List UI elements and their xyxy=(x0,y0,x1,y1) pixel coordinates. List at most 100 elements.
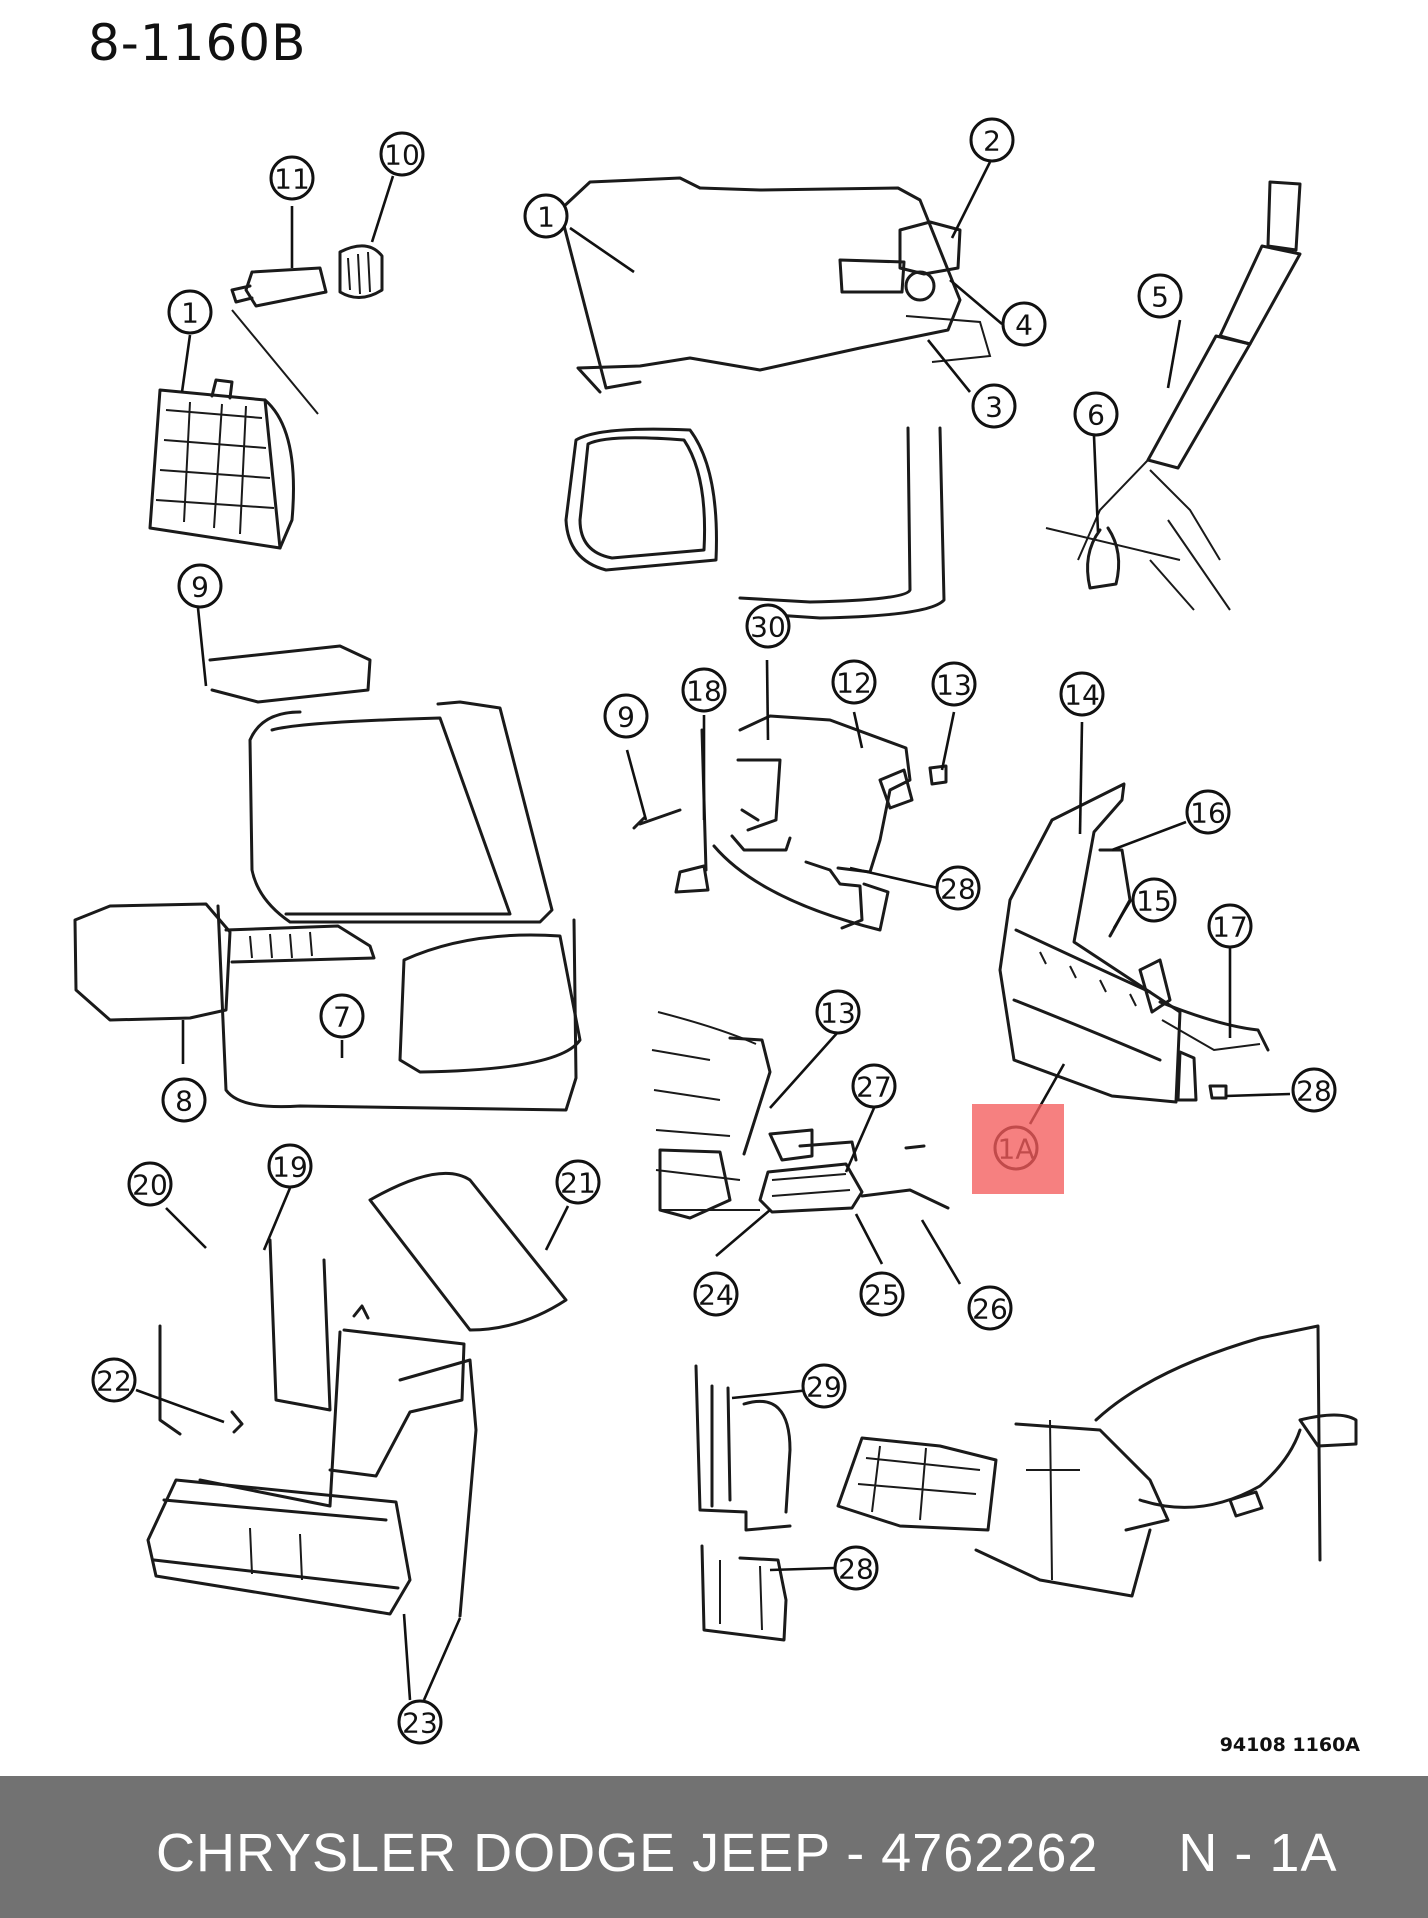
callout-26: 26 xyxy=(967,1285,1013,1331)
callout-1: 1 xyxy=(167,289,213,335)
callout-6: 6 xyxy=(1073,391,1119,437)
part-number-footer: CHRYSLER DODGE JEEP - 4762262 N - 1A xyxy=(0,1776,1428,1918)
callout-11: 11 xyxy=(269,155,315,201)
callout-13: 13 xyxy=(815,989,861,1035)
callout-label: 28 xyxy=(940,873,976,906)
callout-1: 1 xyxy=(523,193,569,239)
callout-25: 25 xyxy=(859,1271,905,1317)
callout-label: 9 xyxy=(191,571,209,604)
front-fascia-corner xyxy=(998,782,1270,1104)
callout-circle xyxy=(1131,877,1177,923)
callout-circle xyxy=(693,1271,739,1317)
callout-circle xyxy=(931,661,977,707)
callout-9: 9 xyxy=(603,693,649,739)
callout-8: 8 xyxy=(161,1077,207,1123)
callout-17: 17 xyxy=(1207,903,1253,949)
callout-22: 22 xyxy=(91,1357,137,1403)
side-marker-housing xyxy=(694,1364,792,1642)
callout-28: 28 xyxy=(1291,1067,1337,1113)
callout-circle xyxy=(523,193,569,239)
callout-23: 23 xyxy=(397,1699,443,1745)
headlamp-housing xyxy=(73,644,582,1112)
callout-27: 27 xyxy=(851,1063,897,1109)
callout-label: 13 xyxy=(936,669,972,702)
callout-circle xyxy=(1073,391,1119,437)
callout-circle xyxy=(555,1159,601,1205)
callout-circle xyxy=(91,1357,137,1403)
callout-30: 30 xyxy=(745,603,791,649)
callout-label: 25 xyxy=(864,1279,900,1312)
diagram-title: 8-1160B xyxy=(88,14,307,72)
callout-circle xyxy=(1059,671,1105,717)
fog-lamp-assembly xyxy=(651,1011,950,1220)
callout-5: 5 xyxy=(1137,273,1183,319)
callout-circle xyxy=(1207,903,1253,949)
callout-label: 14 xyxy=(1064,679,1100,712)
callout-20: 20 xyxy=(127,1161,173,1207)
callout-19: 19 xyxy=(267,1143,313,1189)
callout-circle xyxy=(935,865,981,911)
callout-label: 12 xyxy=(836,667,872,700)
callout-3: 3 xyxy=(971,383,1017,429)
headlamp-bezel xyxy=(558,176,992,394)
callout-29: 29 xyxy=(801,1363,847,1409)
callout-21: 21 xyxy=(555,1159,601,1205)
callout-28: 28 xyxy=(935,865,981,911)
exploded-parts-drawing: 1110112435693091812131416281517781327281… xyxy=(73,117,1358,1745)
callout-circle xyxy=(831,659,877,705)
callout-label: 26 xyxy=(972,1293,1008,1326)
callout-circle xyxy=(319,993,365,1039)
callout-label: 24 xyxy=(698,1279,734,1312)
callout-label: 2 xyxy=(983,125,1001,158)
corner-lamp-assembly xyxy=(836,1324,1358,1598)
sensor-assembly xyxy=(1045,180,1302,611)
callout-28: 28 xyxy=(833,1545,879,1591)
callout-label: 28 xyxy=(838,1553,874,1586)
callout-circle xyxy=(1001,301,1047,347)
callout-label: 9 xyxy=(617,701,635,734)
callout-markers: 1110112435693091812131416281517781327281… xyxy=(91,117,1337,1745)
callout-9: 9 xyxy=(177,563,223,609)
mounting-bracket xyxy=(632,714,948,932)
part-number-text: CHRYSLER DODGE JEEP - 4762262 N - 1A xyxy=(156,1823,1338,1883)
callout-label: 10 xyxy=(384,139,420,172)
callout-label: 13 xyxy=(820,997,856,1030)
callout-circle xyxy=(127,1161,173,1207)
callout-circle xyxy=(177,563,223,609)
callout-label: 21 xyxy=(560,1167,596,1200)
callout-4: 4 xyxy=(1001,301,1047,347)
leader-lines xyxy=(135,161,1291,1701)
fender-and-parking-lamp xyxy=(146,1171,568,1618)
callout-label: 7 xyxy=(333,1001,351,1034)
callout-circle xyxy=(397,1699,443,1745)
callout-circle xyxy=(859,1271,905,1317)
callout-circle xyxy=(971,383,1017,429)
callout-circle xyxy=(801,1363,847,1409)
callout-label: 23 xyxy=(402,1707,438,1740)
callout-circle xyxy=(967,1285,1013,1331)
callout-circle xyxy=(267,1143,313,1189)
callout-15: 15 xyxy=(1131,877,1177,923)
callout-label: 3 xyxy=(985,391,1003,424)
callout-circle xyxy=(269,155,315,201)
callout-label: 27 xyxy=(856,1071,892,1104)
callout-label: 6 xyxy=(1087,399,1105,432)
callout-circle xyxy=(833,1545,879,1591)
callout-label: 30 xyxy=(750,611,786,644)
highlighted-part-marker xyxy=(972,1104,1064,1194)
callout-24: 24 xyxy=(693,1271,739,1317)
callout-circle xyxy=(603,693,649,739)
callout-label: 1 xyxy=(537,201,555,234)
callout-label: 8 xyxy=(175,1085,193,1118)
callout-18: 18 xyxy=(681,667,727,713)
callout-circle xyxy=(1291,1067,1337,1113)
callout-12: 12 xyxy=(831,659,877,705)
callout-label: 28 xyxy=(1296,1075,1332,1108)
callout-label: 17 xyxy=(1212,911,1248,944)
bulb-and-socket xyxy=(230,244,384,308)
callout-circle xyxy=(1185,789,1231,835)
callout-2: 2 xyxy=(969,117,1015,163)
callout-label: 1 xyxy=(181,297,199,330)
callout-13: 13 xyxy=(931,661,977,707)
